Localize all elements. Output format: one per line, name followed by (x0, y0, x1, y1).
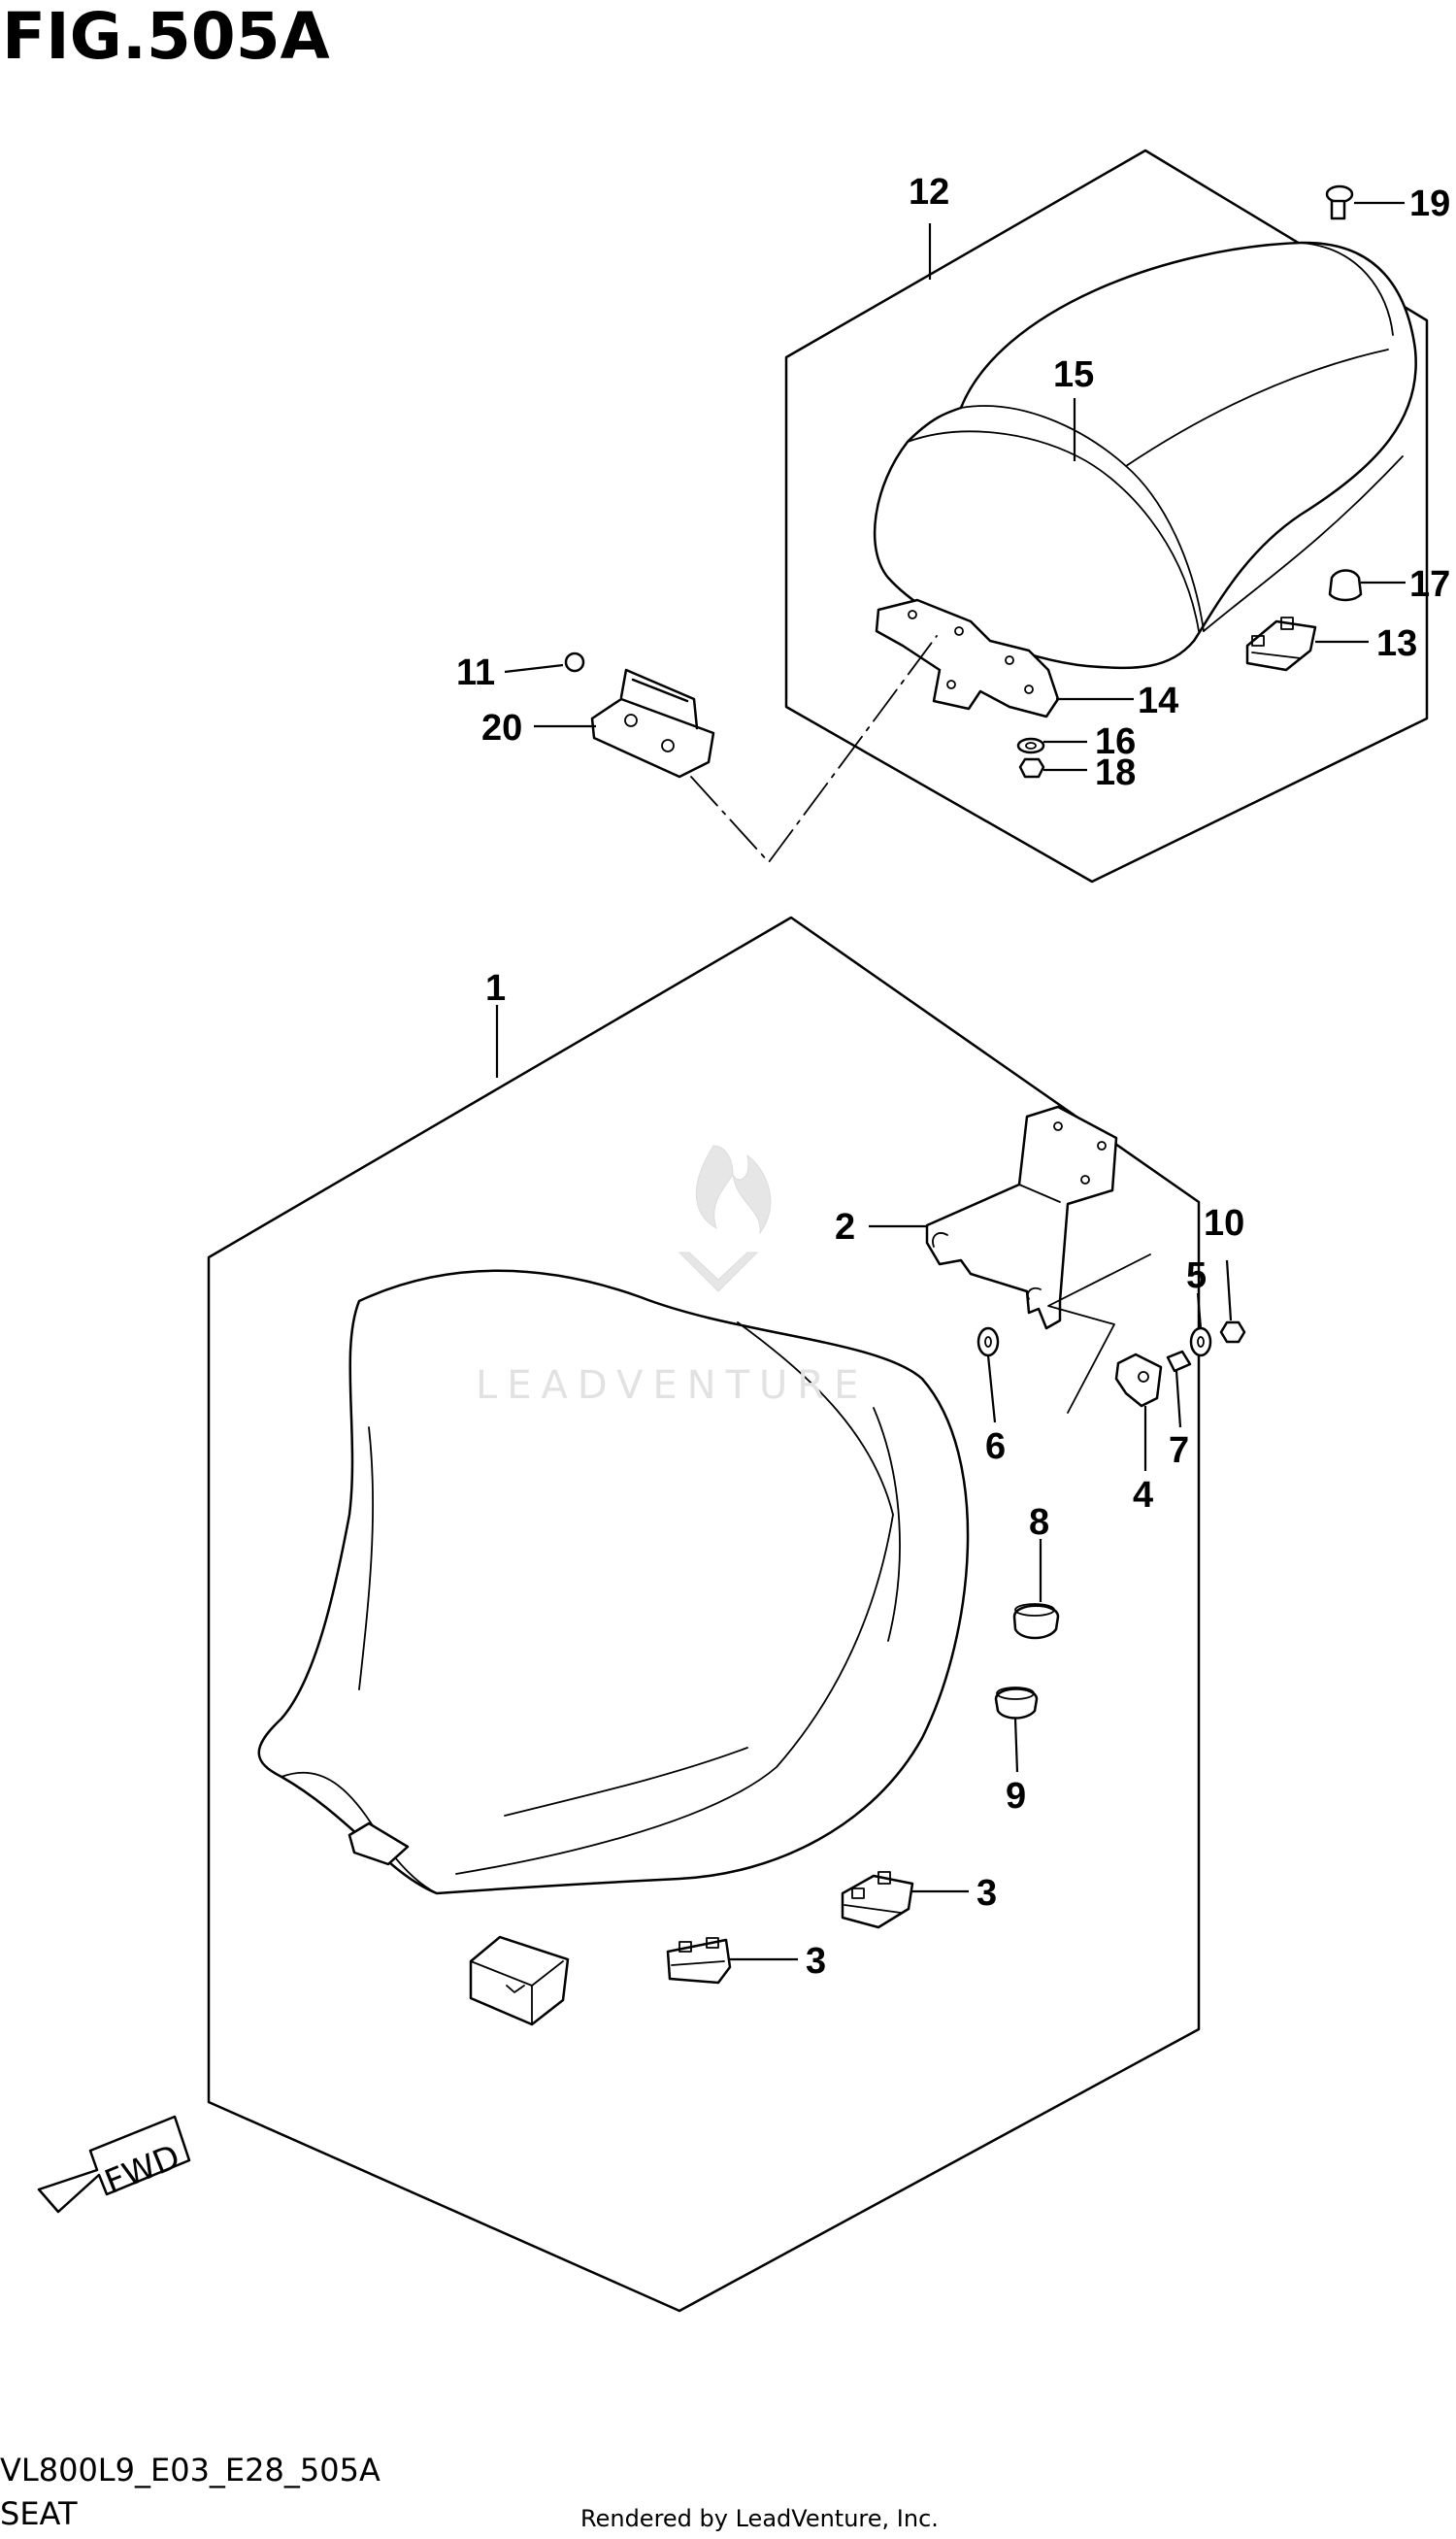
callout-10: 10 (1204, 1203, 1244, 1244)
callout-8: 8 (1029, 1502, 1049, 1543)
flame-watermark-icon (695, 1145, 772, 1235)
clip-block-3-upper (841, 1871, 914, 1929)
nut-18 (1018, 757, 1045, 779)
callout-20: 20 (481, 708, 522, 749)
figure-name: SEAT (0, 2495, 78, 2532)
callout-9: 9 (1006, 1776, 1026, 1817)
washer-16 (1016, 737, 1045, 754)
fwd-arrow: FWD (37, 2115, 191, 2214)
clip-block-3-lower (666, 1937, 732, 1985)
front-seat-group-outline (207, 916, 1201, 2313)
callout-4: 4 (1133, 1475, 1153, 1516)
info-block (469, 1935, 570, 2026)
callout-19: 19 (1409, 184, 1450, 224)
rear-seat-group-outline (784, 149, 1429, 884)
figure-title: FIG.505A (2, 0, 330, 74)
callout-18: 18 (1095, 752, 1136, 793)
cushion-8 (1012, 1603, 1060, 1640)
handle-bracket-20 (590, 668, 715, 779)
watermark: LEADVENTURE (476, 1145, 868, 1408)
callout-3-lower: 3 (806, 1941, 826, 1982)
callout-13: 13 (1376, 623, 1417, 664)
front-seat-body (257, 1269, 970, 1895)
connector-line (690, 635, 938, 863)
bolt-19 (1325, 184, 1354, 220)
nut-11 (564, 651, 585, 673)
callout-14: 14 (1138, 681, 1178, 721)
callout-1: 1 (485, 968, 506, 1009)
cushion-9 (994, 1687, 1039, 1720)
callout-11: 11 (456, 652, 495, 693)
nut-10 (1219, 1320, 1246, 1344)
break-line (1047, 1253, 1151, 1414)
figure-code: VL800L9_E03_E28_505A (0, 2452, 381, 2489)
rubber-cushion-17 (1328, 569, 1363, 602)
rear-seat-cushion (873, 241, 1417, 670)
callout-2: 2 (835, 1207, 855, 1248)
callout-16: 16 (1095, 721, 1136, 762)
callout-3-upper: 3 (976, 1873, 997, 1914)
callout-7: 7 (1169, 1430, 1189, 1471)
render-credit: Rendered by LeadVenture, Inc. (580, 2505, 939, 2532)
callout-17: 17 (1409, 564, 1450, 605)
clip-block-13 (1245, 617, 1317, 672)
callout-12: 12 (909, 172, 949, 213)
callout-5: 5 (1186, 1255, 1207, 1296)
hook-4 (1114, 1353, 1163, 1408)
leader-lines (495, 201, 1406, 1961)
front-seat-bracket (925, 1105, 1118, 1330)
washer-5 (1189, 1326, 1212, 1357)
collar-7 (1166, 1350, 1192, 1373)
callout-15: 15 (1053, 354, 1094, 395)
callout-6: 6 (985, 1426, 1006, 1467)
washer-6 (976, 1326, 1000, 1357)
watermark-text: LEADVENTURE (476, 1363, 868, 1408)
